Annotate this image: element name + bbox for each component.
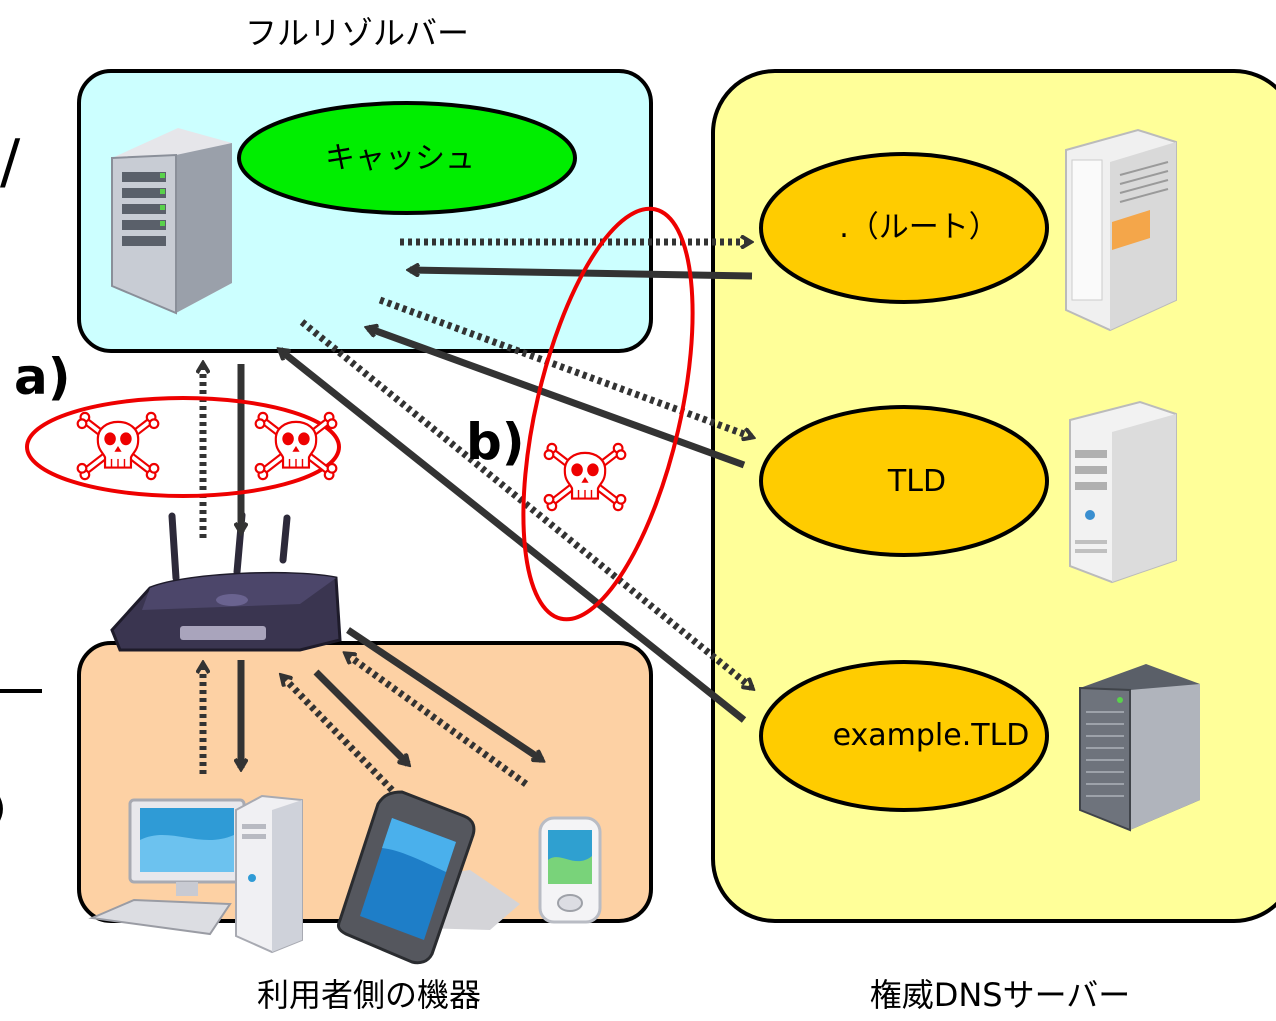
smartphone-icon bbox=[538, 816, 602, 924]
desktop-pc-icon bbox=[88, 794, 303, 954]
example-server-icon bbox=[1079, 664, 1200, 832]
resolver-title: フルリゾルバー bbox=[245, 14, 469, 52]
cache-ellipse bbox=[237, 101, 577, 215]
example-tld-ellipse bbox=[759, 660, 1049, 812]
query-arrow-example bbox=[299, 319, 752, 688]
router-icon bbox=[110, 511, 342, 652]
edge-fragment-top: / bbox=[0, 127, 21, 197]
response-arrow-tld bbox=[368, 328, 746, 469]
edge-fragment-bottom: ) bbox=[0, 788, 6, 829]
response-arrow-router-phone bbox=[346, 627, 542, 763]
tld-server-icon bbox=[1069, 400, 1177, 584]
root-server-icon bbox=[1065, 128, 1177, 332]
attack-b-ellipse bbox=[521, 206, 695, 622]
resolver-server-icon bbox=[111, 128, 232, 315]
attack-b-skull-icon bbox=[545, 444, 626, 510]
tld-label: TLD bbox=[887, 464, 946, 499]
tld-ellipse bbox=[759, 405, 1049, 557]
response-arrow-example bbox=[280, 350, 747, 723]
query-arrow-phone-router bbox=[346, 654, 529, 787]
marker-a: a) bbox=[14, 348, 71, 406]
root-ellipse bbox=[759, 152, 1049, 304]
attack-a-ellipse bbox=[25, 396, 341, 498]
query-arrow-tld bbox=[378, 296, 752, 437]
cache-label: キャッシュ bbox=[325, 141, 475, 176]
marker-b: b) bbox=[466, 413, 525, 471]
root-label: .（ルート） bbox=[839, 210, 999, 245]
query-arrow-tablet-router bbox=[282, 676, 395, 793]
response-arrow-router-tablet bbox=[313, 669, 408, 764]
tablet-icon bbox=[336, 790, 520, 965]
authoritative-title: 権威DNSサーバー bbox=[870, 976, 1131, 1014]
attack-a-skull-left-icon bbox=[78, 413, 159, 479]
example-tld-label: example.TLD bbox=[833, 718, 1030, 753]
attack-a-skull-right-icon bbox=[256, 413, 337, 479]
user-devices-title: 利用者側の機器 bbox=[257, 976, 481, 1014]
